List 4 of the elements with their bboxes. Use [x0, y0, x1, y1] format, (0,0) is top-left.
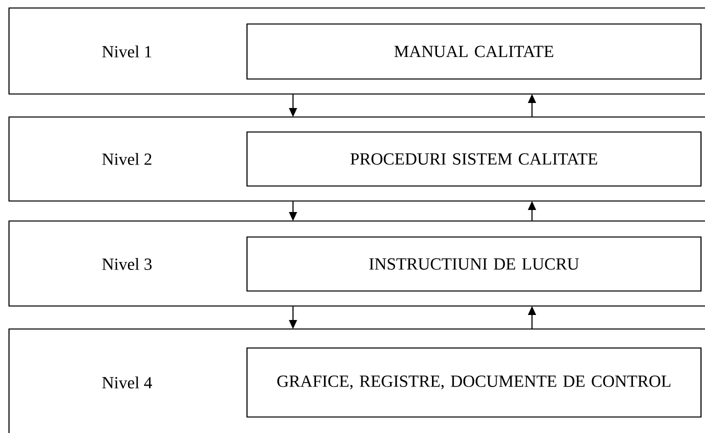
- document-box: PROCEDURI SISTEM CALITATE: [246, 131, 702, 187]
- document-box: INSTRUCTIUNI DE LUCRU: [246, 236, 702, 292]
- document-box: MANUAL CALITATE: [246, 23, 702, 80]
- document-box: GRAFICE, REGISTRE, DOCUMENTE DE CONTROL: [246, 347, 702, 418]
